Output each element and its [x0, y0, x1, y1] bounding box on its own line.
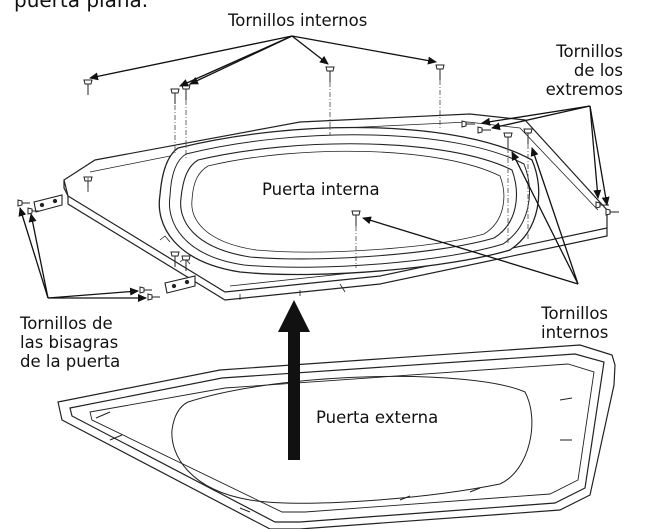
label-line-2: internos — [541, 323, 609, 342]
assembly-direction-arrow — [278, 300, 310, 460]
label-tornillos-internos-right: Tornillos internos — [541, 304, 608, 342]
caption-fragment: puerta plana. — [14, 0, 149, 12]
label-puerta-interna: Puerta interna — [262, 180, 380, 199]
screws — [17, 64, 619, 301]
label-line-2: de los — [573, 61, 623, 80]
label-text: Puerta externa — [316, 408, 439, 427]
label-line-3: extremos — [545, 80, 623, 99]
label-tornillos-extremos: Tornillos de los extremos — [546, 42, 623, 99]
window-gasket — [158, 126, 540, 276]
label-tornillos-internos-top: Tornillos internos — [228, 11, 367, 30]
label-line-1: Tornillos — [541, 304, 609, 323]
screw-guide-lines — [87, 80, 529, 268]
outer-door-frame — [57, 344, 616, 529]
label-line-1: Tornillos de — [20, 314, 113, 333]
label-line-2: las bisagras — [20, 333, 119, 352]
label-tornillos-bisagras: Tornillos de las bisagras de la puerta — [20, 314, 120, 371]
label-line-3: de la puerta — [20, 352, 121, 371]
hinge-brackets — [33, 194, 196, 294]
label-text: Tornillos internos — [228, 11, 368, 30]
label-line-1: Tornillos — [556, 42, 623, 61]
label-text: Puerta interna — [262, 180, 380, 199]
label-puerta-externa: Puerta externa — [316, 408, 438, 427]
pointer-arrows — [18, 35, 610, 302]
